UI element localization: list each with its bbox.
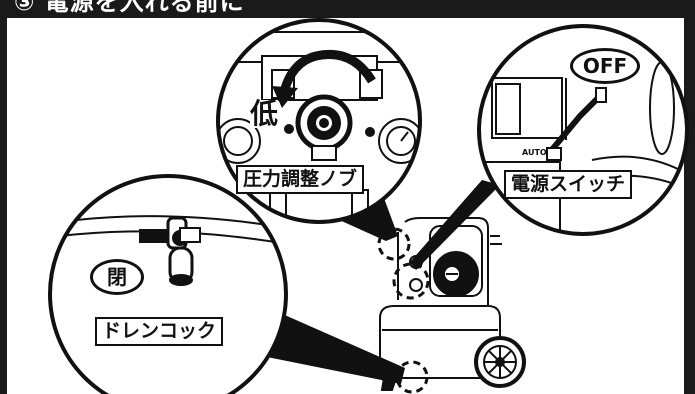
drain-closed-bubble: 閉 [90,259,144,295]
switch-leader [410,180,500,270]
switch-off-bubble: OFF [570,48,640,84]
frame-left-border [0,18,7,394]
frame-right-border [684,18,695,394]
compressor-illustration [379,217,526,391]
drain-marker [395,360,429,394]
power-switch-label: 電源スイッチ [504,170,633,199]
knob-marker [377,227,411,261]
drain-cock-label: ドレンコック [95,317,224,346]
switch-marker [392,262,430,300]
switch-auto-mark: AUTO [522,148,547,157]
knob-direction-text: 低 [250,97,279,130]
highlight-markers [377,227,430,394]
header-title: ③ 電源を入れる前に [14,0,245,16]
pressure-knob-label: 圧力調整ノブ [236,165,365,194]
header-bar: ③ 電源を入れる前に [0,0,695,18]
